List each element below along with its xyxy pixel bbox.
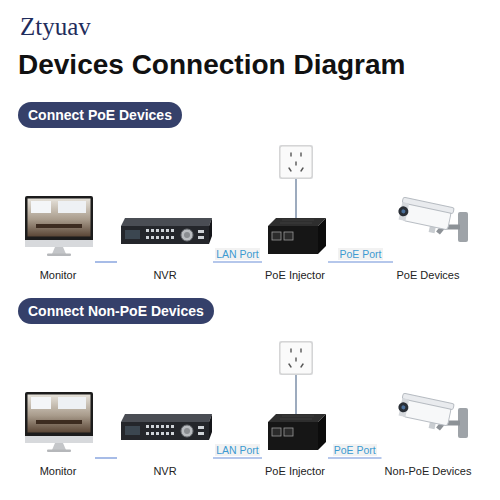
monitor-stand xyxy=(52,247,66,254)
panel-background xyxy=(16,330,484,486)
nvr-button xyxy=(146,236,149,239)
injector-icon xyxy=(268,218,326,254)
nvr-button xyxy=(156,229,159,232)
nvr-icon xyxy=(121,218,212,244)
connector xyxy=(328,457,382,458)
device-caption: NVR xyxy=(153,269,176,282)
panel-background xyxy=(16,134,484,290)
device-box: PoE Devices xyxy=(393,192,463,285)
rj45-port xyxy=(284,232,293,240)
outlet-sockets xyxy=(289,153,303,171)
nvr-knob-center xyxy=(184,232,190,238)
nvr-button xyxy=(151,229,154,232)
nvr-button xyxy=(156,236,159,239)
device-caption: PoE Devices xyxy=(397,269,460,282)
device-caption: PoE Injector xyxy=(265,465,325,478)
injector-rib xyxy=(282,220,314,221)
brand-label: Ztyuav xyxy=(20,12,91,42)
nvr-button xyxy=(198,236,204,239)
section-panel: Connect Non-PoE DevicesMonitor NVR PoE Inj… xyxy=(16,298,484,486)
nvr-knob xyxy=(181,229,193,241)
power-wire xyxy=(295,178,297,218)
port-label: LAN Port xyxy=(215,444,260,456)
port-label: PoE Port xyxy=(338,248,382,260)
outlet-icon xyxy=(279,145,313,218)
socket-pin xyxy=(301,168,303,171)
nvr-buttons xyxy=(146,229,204,239)
nvr-button xyxy=(171,229,174,232)
device-box: Monitor xyxy=(21,192,95,285)
device-box: PoE Injector xyxy=(262,192,328,285)
diagram-title: Devices Connection Diagram xyxy=(18,48,405,82)
screen-table xyxy=(36,224,82,228)
port-label: PoE Port xyxy=(333,444,377,456)
section-heading: Connect Non-PoE Devices xyxy=(18,298,214,324)
outlet-plate xyxy=(280,146,312,178)
socket-pin xyxy=(300,153,301,156)
device-illustrations xyxy=(25,145,468,256)
monitor-bezel xyxy=(25,196,93,242)
nvr-button xyxy=(151,236,154,239)
injector-front xyxy=(268,226,318,254)
monitor-icon xyxy=(25,196,93,256)
connector xyxy=(213,457,262,458)
nvr-button xyxy=(161,229,164,232)
nvr-button xyxy=(166,229,169,232)
device-box: Monitor xyxy=(21,388,95,481)
monitor-screen xyxy=(28,199,91,237)
connectors xyxy=(95,262,393,458)
monitor-chin xyxy=(25,240,93,247)
device-caption: Monitor xyxy=(40,465,77,478)
nvr-display xyxy=(125,230,140,239)
device-caption: PoE Injector xyxy=(265,269,325,282)
device-caption: Monitor xyxy=(40,269,77,282)
device-box: NVR xyxy=(117,388,213,481)
camera-sunshield xyxy=(402,197,454,214)
nvr-side xyxy=(209,218,212,244)
socket-pin xyxy=(289,168,291,171)
device-illustrations xyxy=(25,341,468,452)
nvr-button xyxy=(161,236,164,239)
nvr-button xyxy=(166,236,169,239)
camera-body xyxy=(395,197,454,237)
injector-top xyxy=(268,218,326,226)
camera-lens xyxy=(397,205,409,217)
screen-window xyxy=(58,201,86,213)
connector xyxy=(95,261,117,262)
device-caption: Non-PoE Devices xyxy=(385,465,472,478)
socket-pin xyxy=(290,153,291,156)
nvr-button xyxy=(171,236,174,239)
rj45-port xyxy=(272,232,281,240)
camera-lens-glass xyxy=(401,209,406,214)
device-box: NVR xyxy=(117,192,213,285)
nvr-top xyxy=(121,218,212,226)
connector xyxy=(95,457,117,458)
screen-window xyxy=(31,201,51,213)
device-box: Non-PoE Devices xyxy=(382,388,475,481)
injector-side xyxy=(318,218,326,254)
monitor-base xyxy=(47,254,71,257)
nvr-button xyxy=(146,229,149,232)
section-heading: Connect PoE Devices xyxy=(18,102,182,128)
injector-ribs xyxy=(280,220,314,223)
device-caption: NVR xyxy=(153,465,176,478)
outlet-shadow xyxy=(279,145,313,179)
camera-icon xyxy=(395,197,468,242)
nvr-front xyxy=(121,226,209,244)
connector xyxy=(328,261,393,262)
port-label: LAN Port xyxy=(215,248,260,260)
section-panel: Connect PoE DevicesMonitor NVR PoE Injecto… xyxy=(16,102,484,290)
nvr-button xyxy=(198,230,204,233)
injector-rib xyxy=(280,223,312,224)
connector xyxy=(213,261,262,262)
socket-pin xyxy=(295,162,296,165)
device-box: PoE Injector xyxy=(262,388,328,481)
